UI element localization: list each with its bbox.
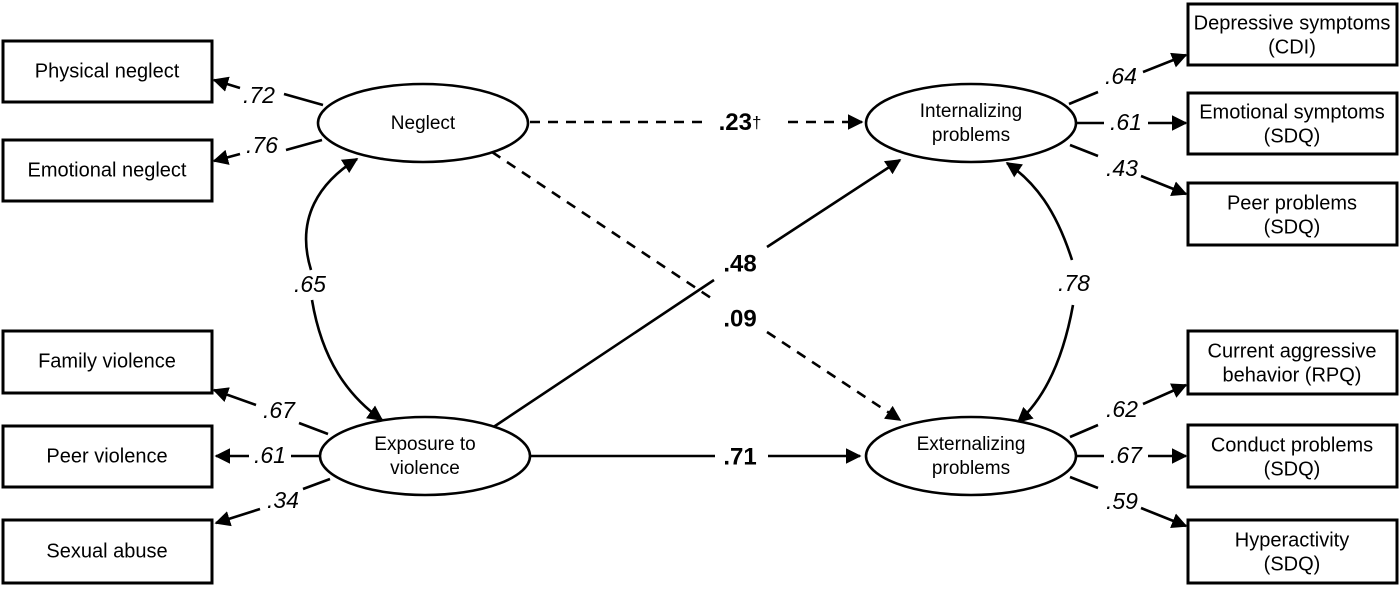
indicator-box-peer-violence[interactable]: Peer violence bbox=[1, 424, 214, 489]
indicator-box-family-violence[interactable]: Family violence bbox=[1, 329, 214, 395]
loading-line-peer-problems-stub bbox=[1069, 143, 1099, 158]
indicator-label-line2: (SDQ) bbox=[1264, 553, 1321, 575]
correlation-coefficient-internalizing-externalizing: .78 bbox=[1058, 270, 1090, 296]
loading-arrow-emotional-neglect bbox=[212, 149, 241, 165]
loading-coefficient-conduct-problems: .67 bbox=[1110, 442, 1143, 468]
latent-label-exposure-line2: violence bbox=[390, 458, 460, 479]
loading-coefficient-physical-neglect: .72 bbox=[243, 82, 275, 108]
latent-label-externalizing-line2: problems bbox=[932, 458, 1010, 479]
loading-arrow-physical-neglect bbox=[212, 76, 241, 92]
indicator-label: Emotional neglect bbox=[28, 159, 187, 181]
indicator-box-emotional-symptoms[interactable]: Emotional symptoms (SDQ) bbox=[1186, 91, 1399, 156]
indicator-box-emotional-neglect[interactable]: Emotional neglect bbox=[1, 138, 214, 203]
indicator-label-line2: (SDQ) bbox=[1264, 125, 1321, 147]
loading-line-aggressive-stub bbox=[1069, 423, 1099, 439]
indicator-label-line1: Emotional symptoms bbox=[1199, 101, 1385, 123]
latent-node-externalizing-problems[interactable]: Externalizing problems bbox=[864, 415, 1078, 497]
indicator-box-peer-problems[interactable]: Peer problems (SDQ) bbox=[1186, 181, 1399, 247]
loading-arrow-family-violence bbox=[212, 387, 257, 407]
indicator-box-depressive-symptoms[interactable]: Depressive symptoms (CDI) bbox=[1186, 2, 1399, 67]
indicator-label-line2: (SDQ) bbox=[1264, 458, 1321, 480]
correlation-curve-internalizing-externalizing-lower bbox=[1016, 304, 1075, 424]
latent-node-exposure-to-violence[interactable]: Exposure to violence bbox=[318, 415, 532, 497]
structural-coefficient-neglect-externalizing: .09 bbox=[723, 305, 756, 332]
loading-coefficient-emotional-symptoms: .61 bbox=[1110, 109, 1142, 135]
structural-coefficient-neglect-internalizing: .23† bbox=[719, 109, 762, 136]
indicator-label-line2: (SDQ) bbox=[1264, 216, 1321, 238]
correlation-curve-neglect-exposure-lower bbox=[310, 299, 384, 422]
indicator-label: Physical neglect bbox=[35, 60, 180, 82]
loading-line-depressive-stub bbox=[1068, 90, 1099, 106]
indicator-label-line1: Depressive symptoms bbox=[1194, 12, 1391, 34]
latent-label-externalizing-line1: Externalizing bbox=[917, 434, 1026, 455]
structural-coefficient-exposure-externalizing: .71 bbox=[723, 443, 756, 470]
indicator-box-current-aggressive-behavior[interactable]: Current aggressive behavior (RPQ) bbox=[1186, 329, 1399, 396]
latent-node-internalizing-problems[interactable]: Internalizing problems bbox=[864, 82, 1078, 164]
loading-line-hyperactivity-stub bbox=[1069, 475, 1099, 490]
loading-coefficient-hyperactivity: .59 bbox=[1106, 488, 1138, 514]
structural-coefficient-exposure-internalizing: .48 bbox=[723, 250, 756, 277]
loading-arrow-depressive-symptoms bbox=[1142, 52, 1188, 74]
loading-arrow-sexual-abuse bbox=[214, 507, 261, 527]
loading-coefficient-peer-problems: .43 bbox=[1106, 155, 1138, 181]
indicator-label-line2: (CDI) bbox=[1268, 36, 1316, 58]
structural-path-neglect-externalizing-lower bbox=[766, 330, 902, 422]
loading-coefficient-family-violence: .67 bbox=[263, 397, 296, 423]
latent-label-neglect: Neglect bbox=[391, 113, 456, 134]
indicator-box-sexual-abuse[interactable]: Sexual abuse bbox=[1, 518, 214, 585]
latent-label-internalizing-line1: Internalizing bbox=[920, 101, 1022, 122]
structural-path-exposure-internalizing-upper bbox=[766, 158, 902, 249]
indicator-label-line1: Peer problems bbox=[1227, 192, 1357, 214]
indicator-box-conduct-problems[interactable]: Conduct problems (SDQ) bbox=[1186, 423, 1399, 489]
loading-coefficient-sexual-abuse: .34 bbox=[267, 487, 299, 513]
indicator-label-line1: Current aggressive bbox=[1208, 340, 1377, 362]
structural-path-neglect-externalizing-upper bbox=[491, 150, 715, 302]
indicator-label: Family violence bbox=[38, 350, 176, 372]
loading-coefficient-depressive-symptoms: .64 bbox=[1105, 63, 1137, 89]
correlation-curve-internalizing-externalizing-upper bbox=[1005, 161, 1074, 261]
correlation-curve-neglect-exposure-upper bbox=[304, 157, 359, 271]
loading-line-emotional-neglect-stub bbox=[285, 138, 323, 152]
indicator-label: Peer violence bbox=[46, 445, 167, 467]
indicator-box-physical-neglect[interactable]: Physical neglect bbox=[1, 39, 214, 104]
indicator-label-line2: behavior (RPQ) bbox=[1223, 364, 1362, 386]
loading-line-family-violence-stub bbox=[298, 421, 329, 436]
latent-label-exposure-line1: Exposure to bbox=[374, 434, 475, 455]
loading-coefficient-current-aggressive-behavior: .62 bbox=[1106, 396, 1138, 422]
loading-coefficient-emotional-neglect: .76 bbox=[246, 132, 278, 158]
indicator-label-line1: Conduct problems bbox=[1211, 434, 1373, 456]
latent-node-neglect[interactable]: Neglect bbox=[316, 82, 530, 164]
correlation-coefficient-neglect-exposure: .65 bbox=[294, 271, 326, 297]
indicator-label: Sexual abuse bbox=[46, 540, 167, 562]
indicator-label-line1: Hyperactivity bbox=[1235, 529, 1349, 551]
loading-coefficient-peer-violence: .61 bbox=[254, 442, 286, 468]
loading-line-physical-neglect-stub bbox=[283, 92, 324, 107]
loading-arrow-current-aggressive-behavior bbox=[1142, 383, 1188, 406]
loading-line-sexual-abuse-stub bbox=[302, 477, 331, 491]
loading-arrow-peer-problems bbox=[1140, 174, 1188, 197]
loading-arrow-hyperactivity bbox=[1140, 506, 1188, 529]
indicator-box-hyperactivity[interactable]: Hyperactivity (SDQ) bbox=[1186, 518, 1399, 585]
structural-path-exposure-internalizing-lower bbox=[491, 278, 715, 430]
latent-label-internalizing-line2: problems bbox=[932, 125, 1010, 146]
